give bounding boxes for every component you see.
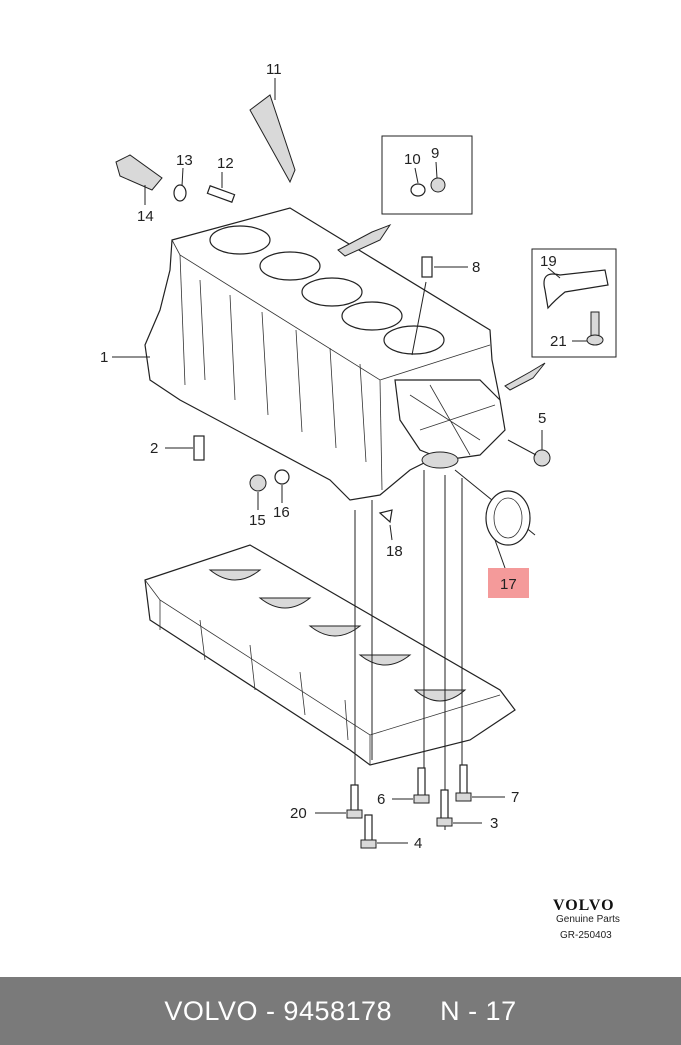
callout-8: 8 <box>472 259 480 276</box>
callout-3: 3 <box>490 815 498 832</box>
callout-17: 17 <box>500 576 517 593</box>
callout-1: 1 <box>100 349 108 366</box>
callout-2: 2 <box>150 440 158 457</box>
dowel-2 <box>193 435 205 461</box>
footer-spacer <box>392 996 440 1027</box>
washer-13 <box>173 184 187 202</box>
callout-18: 18 <box>386 543 403 560</box>
callout-10: 10 <box>404 151 421 168</box>
dowel-8 <box>421 256 433 278</box>
nozzle-18 <box>378 509 393 524</box>
callout-9: 9 <box>431 145 439 162</box>
callout-15: 15 <box>249 512 266 529</box>
callout-11: 11 <box>266 61 282 78</box>
callout-16: 16 <box>273 504 290 521</box>
seal-17 <box>485 490 531 546</box>
bracket-11 <box>249 94 296 184</box>
engine-block <box>144 207 506 501</box>
callout-12: 12 <box>217 155 234 172</box>
callout-13: 13 <box>176 152 193 169</box>
cap-5 <box>533 449 551 467</box>
inset-19-21 <box>504 248 617 391</box>
bedplate <box>144 544 516 766</box>
callout-7: 7 <box>511 789 519 806</box>
callout-14: 14 <box>137 208 154 225</box>
callout-6: 6 <box>377 791 385 808</box>
washer-16 <box>274 469 290 485</box>
highlight-17 <box>488 568 529 598</box>
inset-9-10 <box>337 135 473 257</box>
dowel-12 <box>206 185 236 203</box>
plug-15 <box>249 474 267 492</box>
footer-ref-label: N - 17 <box>440 995 517 1026</box>
volvo-logo: VOLVO <box>553 897 615 914</box>
diagram-code: GR-250403 <box>560 930 612 941</box>
callout-5: 5 <box>538 410 546 427</box>
bolts <box>315 764 505 849</box>
callout-19: 19 <box>540 253 557 270</box>
genuine-parts-label: Genuine Parts <box>556 914 620 925</box>
plug-14 <box>115 154 163 191</box>
footer-part-label: VOLVO - 9458178 <box>164 995 393 1026</box>
callout-21: 21 <box>550 333 567 350</box>
footer-bar: VOLVO - 9458178 N - 17 <box>0 977 681 1045</box>
callout-4: 4 <box>414 835 422 852</box>
callout-20: 20 <box>290 805 307 822</box>
exploded-parts-diagram: 11 13 12 14 10 9 8 19 21 1 5 2 15 16 18 … <box>100 61 620 941</box>
